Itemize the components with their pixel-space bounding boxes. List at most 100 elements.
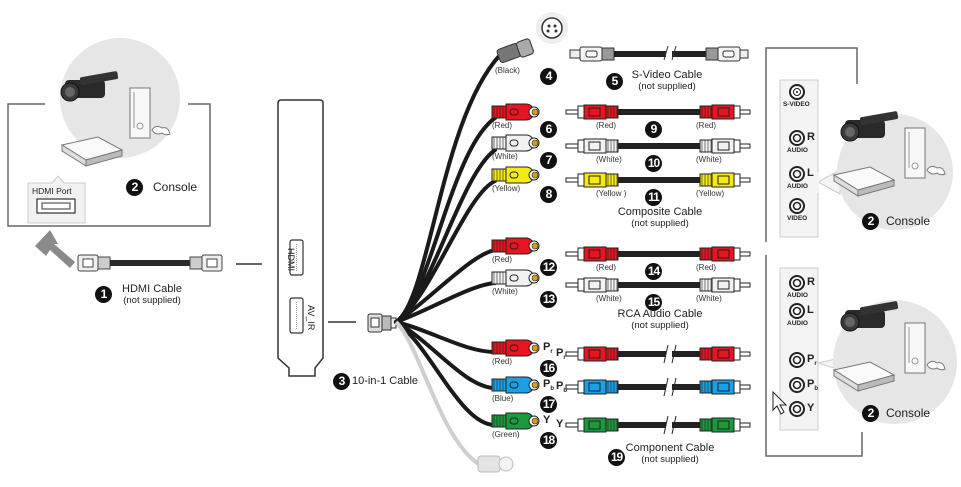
right-bottom-port-jack [789, 275, 805, 291]
composite-wire-9 [565, 104, 751, 120]
composite-badge-11: 11 [645, 189, 662, 206]
breakout-color-label: (White) [492, 287, 518, 296]
composite-badge-10: 10 [645, 155, 662, 172]
composite-wire-11 [565, 172, 751, 188]
composite-wire-10 [565, 138, 751, 154]
composite-cable-subtitle: (not supplied) [631, 218, 689, 229]
breakout-signal-letter: Y [543, 414, 551, 426]
breakout-connector-16 [491, 339, 540, 357]
right-bottom-port-letter: R [807, 276, 815, 288]
breakout-color-label: (Red) [492, 357, 513, 366]
spare-connector [477, 455, 514, 473]
svideo-cable-drawing [569, 45, 749, 62]
right-top-port-name: AUDIO [787, 147, 808, 154]
right-top-port-jack [789, 198, 805, 214]
composite-left-color-label: (White) [596, 155, 622, 164]
right-bottom-port-letter: Pb [807, 378, 819, 393]
rca-audio-wire-15 [565, 277, 751, 293]
right-bottom-port-letter: Pr [807, 353, 817, 368]
capture-card-bracket [277, 99, 324, 377]
component-wire-y [565, 415, 751, 435]
right-bottom-port-name: AUDIO [787, 292, 808, 299]
dvd-player-icon [60, 136, 124, 167]
breakout-color-label: (Green) [492, 430, 520, 439]
component-cable-subtitle: (not supplied) [641, 454, 699, 465]
breakout-color-label: (Red) [492, 255, 513, 264]
rca-audio-left-color-label: (Red) [596, 263, 617, 272]
breakout-connector-18 [491, 412, 540, 430]
right-top-port-letter: L [807, 167, 814, 179]
right-device-bottom-bracket [765, 255, 863, 457]
mouse-cursor-icon [772, 390, 788, 415]
hdmi-port-callout [27, 175, 86, 224]
breakout-plug [367, 313, 397, 333]
svideo-connector-4 [496, 12, 568, 63]
right-bottom-console-label: Console [886, 406, 931, 420]
breakout-badge-7: 7 [540, 152, 557, 169]
right-top-port-name: AUDIO [787, 183, 808, 190]
right-bottom-port-jack [789, 303, 805, 319]
breakout-connector-12 [491, 237, 540, 255]
component-cable-caption: Component Cable (not supplied) [620, 442, 720, 466]
right-top-port-name: VIDEO [787, 215, 808, 222]
breakout-badge-13: 13 [540, 291, 557, 308]
card-hdmi-label: HDMI [286, 248, 296, 271]
console-tower-icon [904, 127, 946, 179]
breakout-badge-8: 8 [540, 186, 557, 203]
card-av-ir-label: AV_IR [306, 305, 316, 331]
right-bottom-port-name: AUDIO [787, 320, 808, 327]
hdmi-cable-subtitle: (not supplied) [123, 295, 181, 306]
breakout-signal-letter: Pb [543, 378, 555, 393]
component-signal-letter: Y [556, 418, 564, 430]
right-bottom-port-letter: L [807, 304, 814, 316]
breakout-badge-6: 6 [540, 121, 557, 138]
right-bottom-port-jack [789, 401, 805, 417]
rca-audio-cable-caption: RCA Audio Cable (not supplied) [600, 308, 720, 332]
component-cable-title: Component Cable [625, 442, 715, 454]
component-cable-badge: 19 [608, 449, 625, 466]
right-top-port-letter: R [807, 131, 815, 143]
camcorder-icon [60, 71, 119, 102]
rca-audio-right-color-label: (Red) [696, 263, 717, 272]
composite-cable-title: Composite Cable [617, 206, 703, 218]
breakout-badge-12: 12 [540, 259, 557, 276]
composite-right-color-label: (Red) [696, 121, 717, 130]
breakout-badge-17: 17 [540, 396, 557, 413]
rca-audio-left-color-label: (White) [596, 294, 622, 303]
camcorder-icon [840, 111, 899, 142]
card-av-ir-port [289, 297, 304, 334]
breakout-color-label: (Black) [495, 66, 520, 75]
svideo-cable-subtitle: (not supplied) [638, 81, 696, 92]
right-bottom-port-letter: Y [807, 402, 815, 414]
svideo-cable-caption: S-Video Cable (not supplied) [624, 69, 710, 93]
rca-audio-cable-title: RCA Audio Cable [617, 308, 703, 320]
svideo-cable-badge: 5 [606, 73, 623, 90]
rca-audio-badge-15: 15 [645, 294, 662, 311]
hdmi-cable-badge: 1 [95, 286, 112, 303]
card-hdmi-port [289, 239, 304, 276]
breakout-connector-7 [491, 134, 540, 152]
composite-cable-caption: Composite Cable (not supplied) [600, 206, 720, 230]
composite-badge-9: 9 [645, 121, 662, 138]
breakout-connector-8 [491, 166, 540, 184]
right-top-console-badge: 2 [862, 213, 879, 230]
breakout-connector-13 [491, 269, 540, 287]
composite-right-color-label: (Yellow) [696, 189, 725, 198]
right-top-port-jack [789, 166, 805, 182]
component-signal-letter: Pr [556, 347, 566, 362]
breakout-badge-4: 4 [540, 68, 557, 85]
rca-audio-wire-14 [565, 246, 751, 262]
breakout-cable-badge: 3 [333, 373, 350, 390]
breakout-badge-16: 16 [540, 360, 557, 377]
breakout-wires [394, 53, 502, 427]
console-tower-icon [129, 87, 171, 139]
breakout-connector-17 [491, 376, 540, 394]
breakout-badge-18: 18 [540, 432, 557, 449]
rca-audio-right-color-label: (White) [696, 294, 722, 303]
connection-arrow-icon [35, 230, 75, 268]
composite-left-color-label: (Red) [596, 121, 617, 130]
breakout-spare-wire [394, 320, 482, 467]
breakout-cable-label: 10-in-1 Cable [352, 375, 419, 387]
dvd-player-icon [832, 361, 896, 392]
breakout-color-label: (Yellow) [492, 184, 521, 193]
